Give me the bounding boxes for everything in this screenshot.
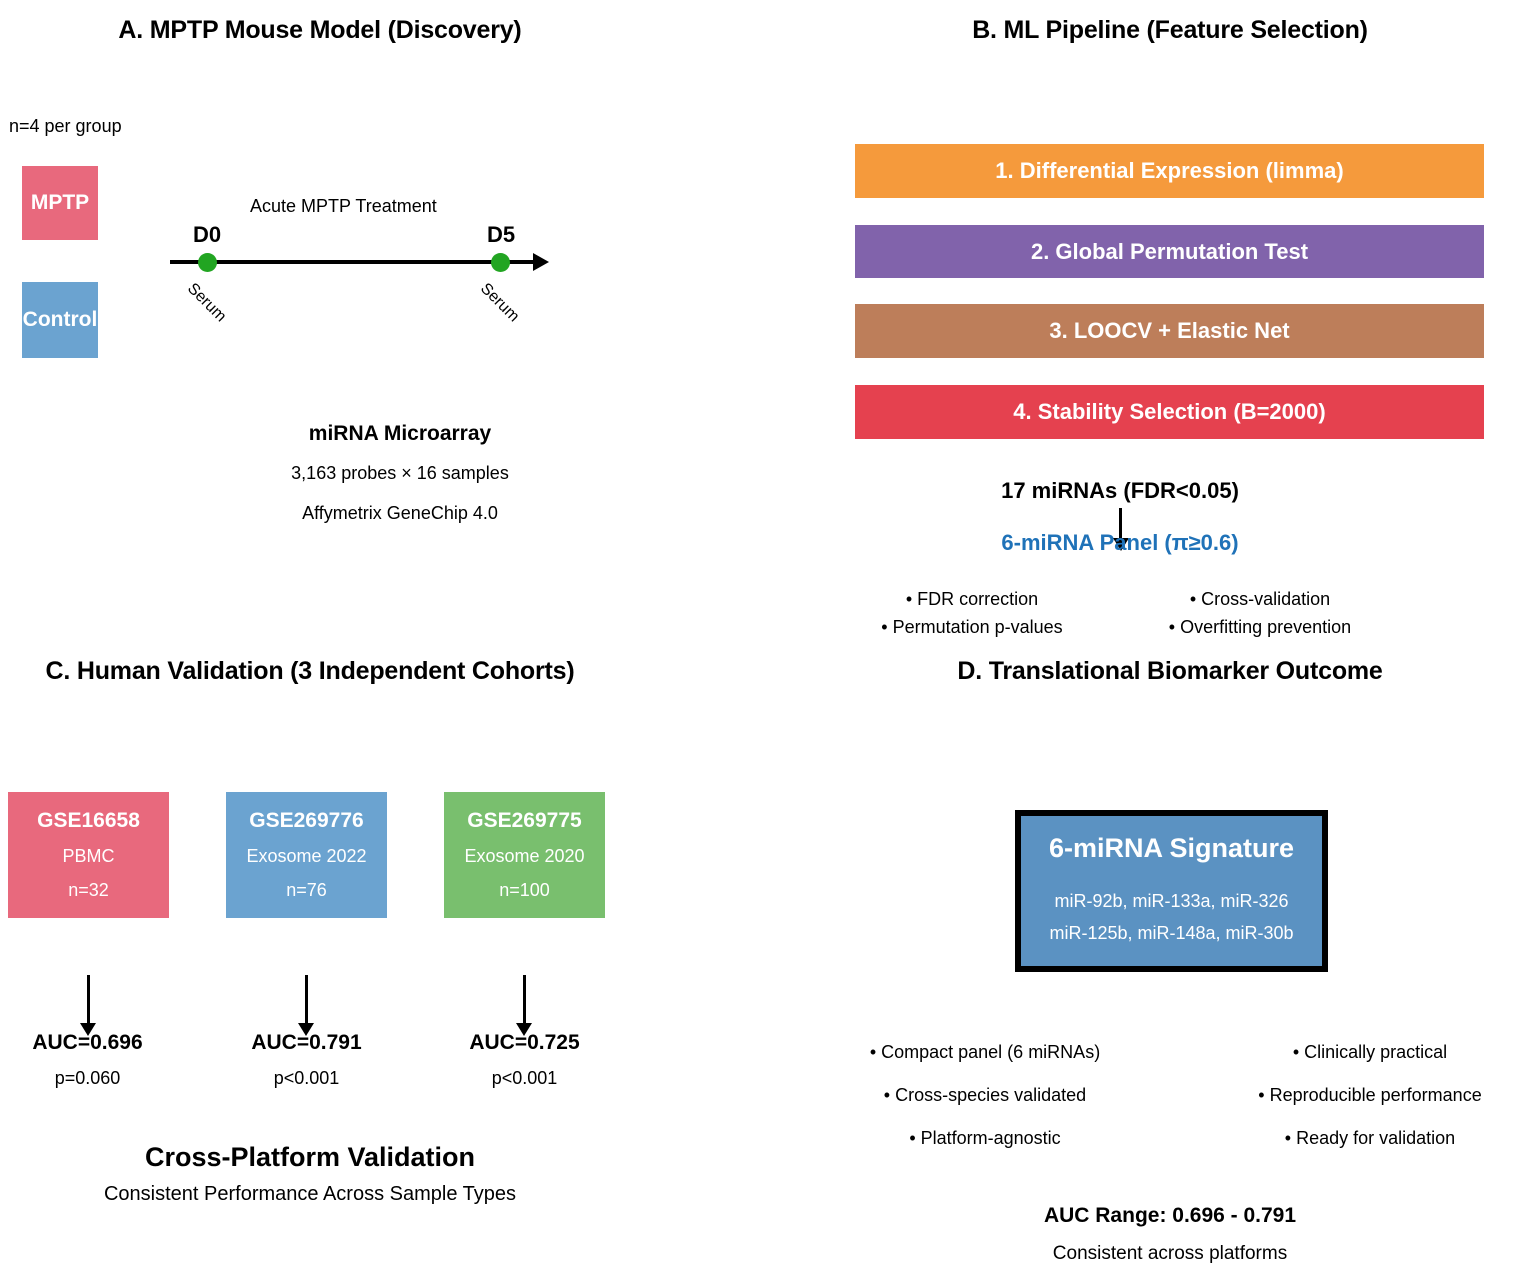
cohort-box-2: GSE269776 Exosome 2022 n=76 (226, 792, 387, 918)
group-box-mptp: MPTP (22, 166, 98, 240)
platform-title: miRNA Microarray (308, 422, 492, 445)
panel-d-bullet-left-1: • Compact panel (6 miRNAs) (869, 1042, 1101, 1062)
cohort-3-sample-type: Exosome 2020 (464, 846, 585, 866)
cohort-2-auc: AUC=0.791 (251, 1031, 362, 1054)
panel-c-footer-title: Cross-Platform Validation (144, 1142, 476, 1172)
timeline-label-d0: D0 (193, 222, 222, 247)
cohort-1-n: n=32 (68, 880, 109, 900)
platform-line-2: Affymetrix GeneChip 4.0 (302, 503, 498, 523)
cohort-2-arrow-head-icon (298, 1023, 314, 1036)
cohort-1-arrow-head-icon (80, 1023, 96, 1036)
cohort-box-3: GSE269775 Exosome 2020 n=100 (444, 792, 605, 918)
pipeline-step-1: 1. Differential Expression (limma) (855, 144, 1484, 198)
panel-d-bullet-right-3: • Ready for validation (1284, 1128, 1456, 1148)
signature-line-2: miR-125b, miR-148a, miR-30b (1049, 922, 1294, 943)
panel-d-bullet-right-1: • Clinically practical (1292, 1042, 1448, 1062)
cohort-3-id: GSE269775 (467, 809, 582, 832)
pipeline-step-3-label: 3. LOOCV + Elastic Net (1049, 318, 1290, 343)
timeline-label-d5: D5 (487, 222, 516, 247)
panel-d-bullet-left-2: • Cross-species validated (883, 1085, 1087, 1105)
cohort-1-pvalue: p=0.060 (54, 1068, 121, 1088)
timeline-serum-d0: Serum (183, 280, 230, 326)
signature-box: 6-miRNA Signature miR-92b, miR-133a, miR… (1015, 810, 1328, 972)
panel-b-bullet-left-1: • FDR correction (905, 589, 1039, 609)
cohort-3-arrow-head-icon (516, 1023, 532, 1036)
panel-d-bullet-left-3: • Platform-agnostic (909, 1128, 1061, 1148)
cohort-2-sample-type: Exosome 2022 (246, 846, 367, 866)
pipeline-step-2: 2. Global Permutation Test (855, 225, 1484, 278)
signature-title: 6-miRNA Signature (1048, 833, 1295, 863)
timeline-heading: Acute MPTP Treatment (250, 196, 437, 216)
platform-line-1: 3,163 probes × 16 samples (291, 463, 509, 483)
panel-c-footer-subtitle: Consistent Performance Across Sample Typ… (103, 1183, 517, 1205)
cohort-3-pvalue: p<0.001 (491, 1068, 558, 1088)
pipeline-step-1-label: 1. Differential Expression (limma) (995, 158, 1344, 183)
pipeline-result-arrow-head-icon (1113, 538, 1129, 551)
cohort-2-pvalue: p<0.001 (273, 1068, 340, 1088)
panel-b-bullet-right-2: • Overfitting prevention (1168, 617, 1352, 637)
timeline-serum-d5: Serum (476, 280, 523, 326)
panel-d-auc-range: AUC Range: 0.696 - 0.791 (1043, 1204, 1297, 1227)
pipeline-step-2-label: 2. Global Permutation Test (1030, 238, 1309, 264)
timeline-dot-d0 (198, 253, 217, 272)
cohort-2-n: n=76 (286, 880, 327, 900)
cohort-box-1: GSE16658 PBMC n=32 (8, 792, 169, 918)
panel-b-bullet-left-2: • Permutation p-values (881, 617, 1063, 637)
panel-d-bullet-right-2: • Reproducible performance (1258, 1085, 1482, 1105)
cohort-1-arrow-line (87, 975, 90, 1026)
panel-d-auc-note: Consistent across platforms (1052, 1243, 1288, 1264)
panel-c-title: C. Human Validation (3 Independent Cohor… (45, 657, 575, 685)
cohort-1-id: GSE16658 (37, 809, 140, 832)
group-box-control-label: Control (22, 308, 98, 331)
panel-d-title: D. Translational Biomarker Outcome (957, 657, 1383, 685)
timeline-dot-d5 (491, 253, 510, 272)
panel-a-n-note: n=4 per group (9, 116, 122, 136)
pipeline-result-arrow-line (1119, 508, 1122, 541)
cohort-3-arrow-line (523, 975, 526, 1026)
timeline-axis (170, 260, 535, 264)
pipeline-step-4: 4. Stability Selection (B=2000) (855, 385, 1484, 439)
cohort-1-sample-type: PBMC (62, 846, 115, 866)
group-box-mptp-label: MPTP (30, 191, 90, 214)
cohort-2-arrow-line (305, 975, 308, 1026)
pipeline-result-bottom: 6-miRNA Panel (π≥0.6) (1001, 530, 1239, 555)
panel-b-title: B. ML Pipeline (Feature Selection) (972, 16, 1368, 44)
pipeline-step-3: 3. LOOCV + Elastic Net (855, 304, 1484, 358)
pipeline-result-top: 17 miRNAs (FDR<0.05) (1001, 478, 1239, 503)
pipeline-step-4-label: 4. Stability Selection (B=2000) (1013, 399, 1326, 424)
signature-line-1: miR-92b, miR-133a, miR-326 (1054, 891, 1289, 911)
cohort-3-auc: AUC=0.725 (469, 1031, 580, 1054)
cohort-1-auc: AUC=0.696 (32, 1031, 143, 1054)
group-box-control: Control (22, 282, 98, 358)
panel-a-title: A. MPTP Mouse Model (Discovery) (118, 16, 522, 44)
timeline-arrow-head-icon (533, 253, 549, 271)
panel-b-bullet-right-1: • Cross-validation (1189, 589, 1331, 609)
cohort-2-id: GSE269776 (249, 809, 364, 832)
cohort-3-n: n=100 (499, 880, 550, 900)
